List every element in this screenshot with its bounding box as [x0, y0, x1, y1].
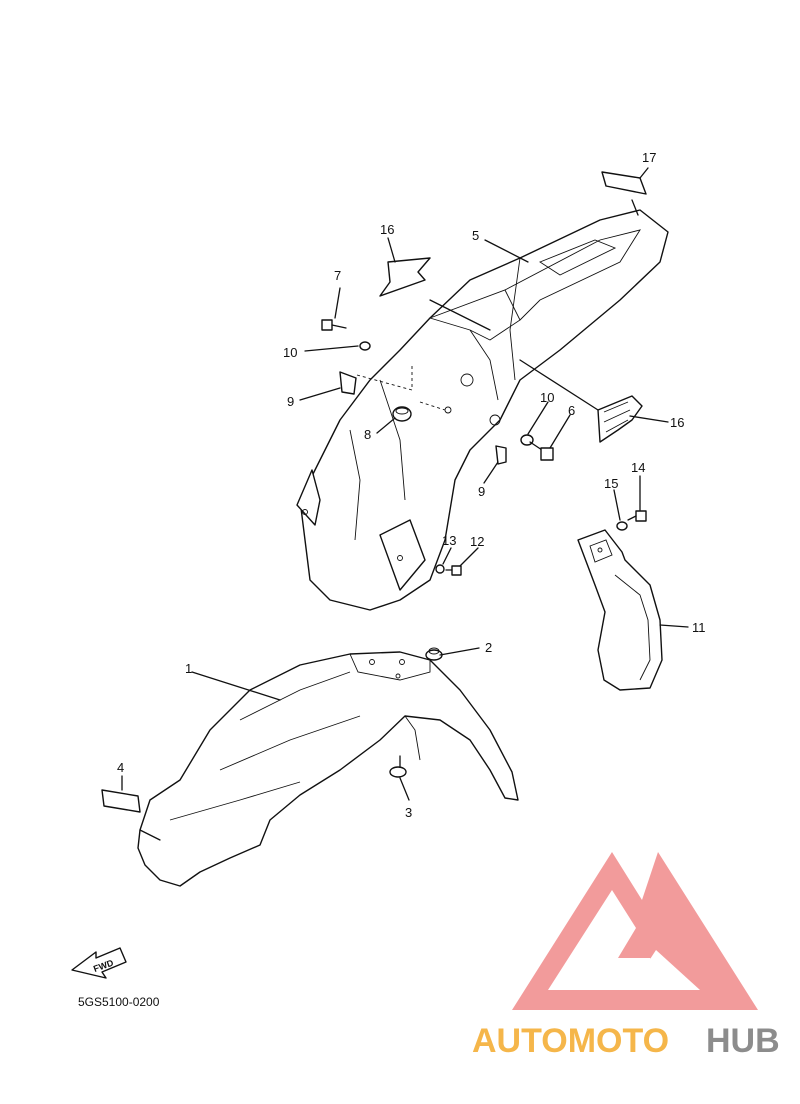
bolt-7: [321, 319, 347, 331]
nut-9-right: [495, 445, 507, 465]
callout-11: 11: [692, 620, 706, 635]
nut-9-left: [339, 371, 357, 395]
logo-text-automoto: AUTOMOTO: [472, 1022, 669, 1060]
callout-13: 13: [442, 533, 456, 548]
diagram-code: 5GS5100-0200: [78, 995, 160, 1009]
screw-12: [445, 565, 462, 576]
callout-6: 6: [568, 403, 575, 418]
callout-5: 5: [472, 228, 479, 243]
callout-8: 8: [364, 427, 371, 442]
rear-fender: [296, 209, 669, 611]
collar-13: [435, 564, 445, 574]
callout-3: 3: [405, 805, 412, 820]
automotohub-logo: AUTOMOTO HUB: [472, 852, 780, 1060]
callout-15: 15: [604, 476, 618, 491]
bolt-3: [389, 755, 407, 778]
callout-9-right: 9: [478, 484, 485, 499]
decal-16-right: [597, 395, 643, 443]
callout-16-left: 16: [380, 222, 394, 237]
decal-17: [601, 171, 647, 195]
callout-7: 7: [334, 268, 341, 283]
decal-16-left: [379, 257, 431, 297]
front-fender: [137, 651, 519, 887]
decal-4: [101, 789, 141, 813]
collar-10-left: [359, 341, 371, 351]
callout-10-right: 10: [540, 390, 554, 405]
bolt-6: [529, 441, 554, 461]
collar-2: [425, 647, 443, 661]
screw-14: [627, 510, 647, 522]
callout-4: 4: [117, 760, 124, 775]
grommet-8: [392, 406, 412, 422]
callout-1: 1: [185, 661, 192, 676]
logo-text-hub: HUB: [706, 1022, 780, 1060]
callout-9-left: 9: [287, 394, 294, 409]
leader-lines: [121, 167, 689, 841]
callout-2: 2: [485, 640, 492, 655]
mudguard-flap-11: [577, 529, 663, 691]
callout-labels: 1 2 3 4 5 6 7 8 9 9 10 10 11 12 13 14 15…: [117, 150, 706, 820]
fwd-arrow-icon: FWD: [71, 947, 127, 979]
callout-10-left: 10: [283, 345, 297, 360]
washer-15: [616, 521, 628, 531]
callout-16-right: 16: [670, 415, 684, 430]
callout-14: 14: [631, 460, 645, 475]
callout-17: 17: [642, 150, 656, 165]
callout-12: 12: [470, 534, 484, 549]
